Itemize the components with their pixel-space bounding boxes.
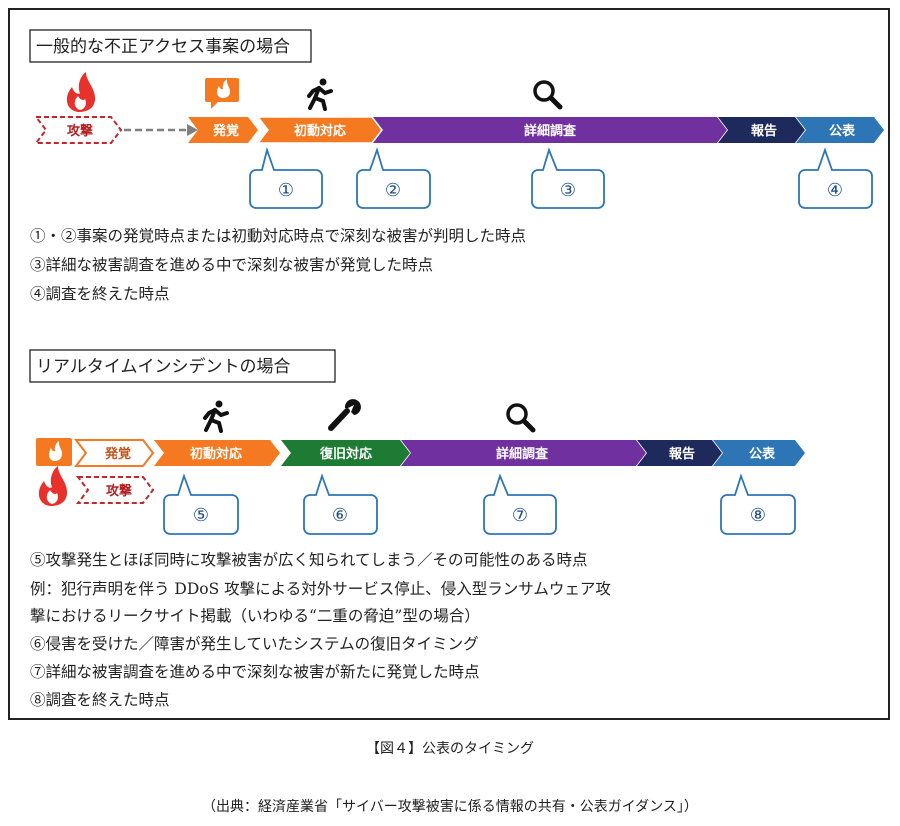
alert-flame-icon	[205, 78, 239, 109]
attack-chevron	[75, 476, 155, 504]
magnifier-icon	[506, 403, 536, 433]
stage-initial-response	[154, 440, 280, 466]
callout-1: ①	[249, 146, 323, 209]
callout-7-label: ⑦	[512, 505, 528, 526]
magnifier-icon	[533, 80, 563, 110]
callout-3: ③	[531, 147, 605, 209]
section2-note: ⑦詳細な被害調査を進める中で深刻な被害が新たに発覚した時点	[30, 663, 480, 681]
attack-label: 攻撃	[67, 123, 93, 139]
stage-detailed-investigation-label: 詳細調査	[524, 123, 577, 139]
stage-report	[718, 117, 805, 143]
section1-title: 一般的な不正アクセス事案の場合	[36, 37, 290, 57]
alert-flame-icon	[36, 438, 72, 466]
callout-8-label: ⑧	[750, 505, 766, 526]
callout-6-label: ⑥	[332, 505, 348, 526]
section2-title: リアルタイムインシデントの場合	[36, 356, 291, 377]
section1: 一般的な不正アクセス事案の場合 攻撃	[29, 29, 884, 209]
stage-publication	[796, 117, 884, 143]
stage-detailed-investigation	[401, 440, 646, 466]
callout-4-label: ④	[827, 180, 843, 201]
attack-label: 攻撃	[106, 483, 132, 499]
stage-publication-label: 公表	[749, 446, 776, 462]
section2: リアルタイムインシデントの場合 発覚 初動対応 復旧対応	[29, 349, 805, 535]
stage-recovery-label: 復旧対応	[319, 446, 372, 462]
callout-5: ⑤	[163, 473, 239, 535]
attack-chevron	[33, 116, 123, 144]
figure-frame	[8, 8, 890, 720]
wrench-icon	[328, 399, 361, 431]
runner-icon	[203, 400, 229, 433]
callout-1-label: ①	[278, 180, 294, 201]
stage-detect	[188, 117, 258, 143]
callout-2-label: ②	[385, 180, 401, 201]
stage-detect-label: 発覚	[212, 123, 239, 139]
flame-icon	[38, 466, 68, 506]
callout-4: ④	[798, 147, 873, 209]
callout-5-label: ⑤	[193, 505, 209, 526]
section2-note: ⑥侵害を受けた／障害が発生していたシステムの復旧タイミング	[30, 635, 479, 653]
stage-initial-response	[256, 116, 383, 144]
stage-publication-label: 公表	[829, 123, 856, 139]
stage-report-label: 報告	[751, 123, 777, 139]
section1-note: ④調査を終えた時点	[30, 285, 170, 303]
section1-note: ③詳細な被害調査を進める中で深刻な被害が発覚した時点	[30, 256, 434, 274]
stage-initial-response-label: 初動対応	[190, 446, 242, 462]
stage-recovery	[281, 440, 410, 466]
callout-7: ⑦	[483, 473, 557, 535]
stage-report-label: 報告	[669, 446, 695, 462]
dashed-connector-head	[187, 124, 198, 136]
stage-report	[637, 440, 722, 466]
section2-note: ⑤攻撃発生とほぼ同時に攻撃被害が広く知られてしまう／その可能性のある時点	[30, 551, 588, 569]
section2-note: ⑧調査を終えた時点	[30, 691, 170, 709]
callout-2: ②	[356, 147, 431, 209]
flame-icon	[66, 72, 96, 112]
section2-note: 例：犯行声明を伴う DDoS 攻撃による対外サービス停止、侵入型ランサムウェア攻	[30, 580, 611, 598]
stage-publication	[713, 440, 805, 466]
stage-detailed-investigation-label: 詳細調査	[496, 446, 549, 462]
stage-initial-response-label: 初動対応	[294, 123, 346, 139]
section1-title-box	[29, 29, 312, 63]
figure-source: （出典：経済産業省「サイバー攻撃被害に係る情報の共有・公表ガイダンス」）	[202, 799, 698, 815]
section2-title-box	[29, 349, 336, 383]
figure-caption: 【図４】公表のタイミング	[366, 741, 534, 757]
section2-note: 撃におけるリークサイト掲載（いわゆる“二重の脅迫”型の場合）	[30, 607, 480, 625]
runner-icon	[307, 78, 333, 111]
callout-3-label: ③	[560, 180, 576, 201]
callout-6: ⑥	[303, 473, 378, 535]
timing-diagram: 一般的な不正アクセス事案の場合 攻撃	[29, 29, 884, 535]
stage-detect-label: 発覚	[104, 446, 131, 462]
stage-detect	[73, 439, 155, 467]
section1-note: ①・②事案の発覚時点または初動対応時点で深刻な被害が判明した時点	[30, 227, 527, 245]
stage-detailed-investigation	[373, 117, 727, 143]
callout-8: ⑧	[720, 473, 796, 535]
